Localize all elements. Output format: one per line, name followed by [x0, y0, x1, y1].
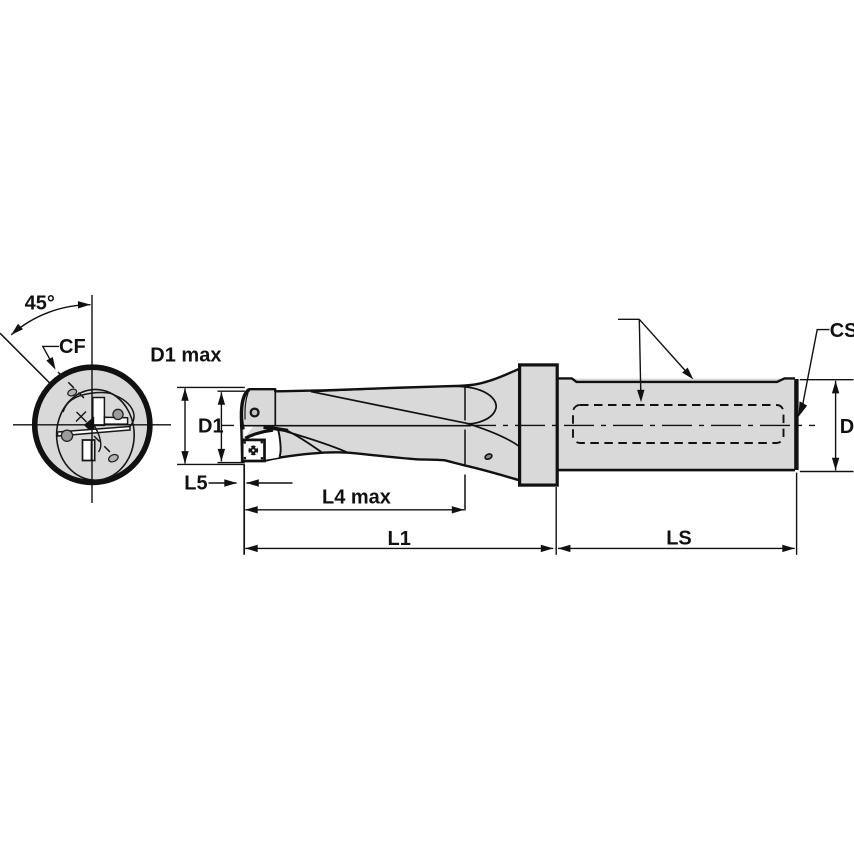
svg-text:D: D: [840, 416, 854, 438]
svg-text:CF: CF: [59, 336, 86, 358]
svg-text:45°: 45°: [25, 292, 55, 314]
svg-text:D1 max: D1 max: [150, 344, 221, 366]
svg-text:L5: L5: [184, 473, 207, 495]
svg-text:D1: D1: [198, 416, 224, 438]
svg-text:CS: CS: [830, 320, 854, 342]
svg-text:LS: LS: [666, 528, 692, 550]
svg-text:L4 max: L4 max: [322, 487, 391, 509]
svg-text:L1: L1: [388, 528, 411, 550]
